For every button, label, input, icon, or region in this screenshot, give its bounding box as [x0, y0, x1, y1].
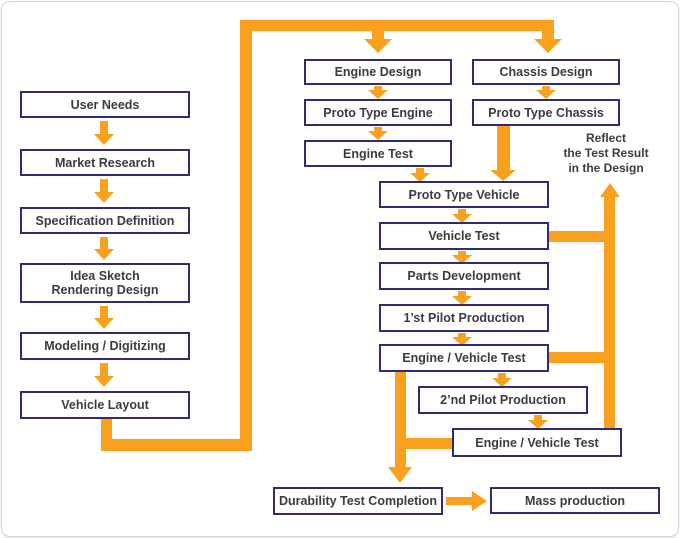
- arrowhead-feedback-up: [600, 183, 620, 197]
- arrowhead-to-chassis-design: [534, 39, 562, 53]
- node-market-research: Market Research: [20, 149, 190, 176]
- arrow-stem-pilot1-to-ev-test1: [458, 333, 466, 337]
- arrow-stem-spec-to-idea-sketch: [100, 237, 108, 249]
- arrowhead-user-needs-to-market-research: [94, 134, 114, 145]
- loop-line-left-vertical: [240, 20, 252, 451]
- arrow-stem-to-chassis-design: [542, 31, 554, 39]
- node-engine-vehicle-test-2: Engine / Vehicle Test: [452, 428, 622, 457]
- node-proto-type-vehicle: Proto Type Vehicle: [379, 181, 549, 208]
- node-idea-sketch-rendering-design: Idea Sketch Rendering Design: [20, 263, 190, 303]
- feedback-line-vertical: [604, 197, 615, 428]
- arrowhead-pilot2-to-ev-test2: [528, 420, 548, 429]
- arrowhead-spec-to-idea-sketch: [94, 249, 114, 260]
- arrow-stem-parts-dev-to-pilot1: [458, 291, 466, 296]
- node-engine-design: Engine Design: [304, 59, 452, 85]
- arrow-stem-proto-engine-to-engine-test: [374, 127, 382, 131]
- node-vehicle-test: Vehicle Test: [379, 222, 549, 250]
- loop-line-top-horizontal: [240, 20, 554, 31]
- node-engine-vehicle-test-1: Engine / Vehicle Test: [379, 344, 549, 372]
- arrowhead-modeling-to-vehicle-layout: [94, 376, 114, 387]
- arrow-stem-engine-design-to-proto-engine: [374, 86, 382, 90]
- annotation-reflect-test-result: Reflect the Test Result in the Design: [563, 131, 649, 175]
- arrow-stem-pilot2-to-ev-test2: [534, 415, 542, 420]
- node-durability-test-completion: Durability Test Completion: [273, 487, 443, 515]
- arrowhead-engine-design-to-proto-engine: [368, 90, 388, 99]
- arrow-stem-vehicle-test-to-parts-dev: [458, 251, 466, 255]
- arrow-stem-proto-vehicle-to-vehicle-test: [458, 209, 466, 214]
- node-first-pilot-production: 1’st Pilot Production: [379, 304, 549, 332]
- arrowhead-proto-vehicle-to-vehicle-test: [452, 214, 472, 223]
- arrowhead-market-research-to-spec: [94, 192, 114, 203]
- arrowhead-engine-test-to-proto-vehicle: [410, 173, 430, 182]
- loop-line-vehicle-layout-drop: [101, 419, 112, 451]
- feedback-branch-vehicle-test: [549, 231, 615, 242]
- feedback-branch-ev-test1: [549, 352, 615, 363]
- node-chassis-design: Chassis Design: [472, 59, 620, 85]
- node-mass-production: Mass production: [490, 487, 660, 514]
- arrowhead-ev-test1-to-pilot2: [492, 378, 512, 387]
- node-specification-definition: Specification Definition: [20, 207, 190, 234]
- arrowhead-durability-to-mass-production: [472, 491, 487, 511]
- arrow-stem-to-engine-design: [372, 31, 384, 39]
- arrow-stem-user-needs-to-market-research: [100, 121, 108, 134]
- arrowhead-pilot1-to-ev-test1: [452, 337, 472, 346]
- arrow-stem-durability-to-mass-production: [446, 497, 472, 505]
- arrow-stem-idea-sketch-to-modeling: [100, 306, 108, 318]
- node-engine-test: Engine Test: [304, 140, 452, 167]
- node-vehicle-layout: Vehicle Layout: [20, 391, 190, 419]
- line-ev-test2-to-durability-branch: [395, 438, 452, 449]
- arrowhead-to-durability: [388, 467, 412, 483]
- node-proto-type-engine: Proto Type Engine: [304, 99, 452, 126]
- arrowhead-vehicle-test-to-parts-dev: [452, 255, 472, 264]
- arrowhead-proto-engine-to-engine-test: [368, 131, 388, 140]
- loop-line-bottom-horizontal: [101, 439, 252, 451]
- arrow-stem-modeling-to-vehicle-layout: [100, 363, 108, 376]
- node-second-pilot-production: 2’nd Pilot Production: [418, 386, 588, 414]
- arrowhead-chassis-design-to-proto-chassis: [536, 90, 556, 99]
- arrowhead-idea-sketch-to-modeling: [94, 318, 114, 329]
- arrow-stem-proto-chassis-to-proto-vehicle: [497, 126, 510, 170]
- arrowhead-to-engine-design: [364, 39, 392, 53]
- arrow-stem-market-research-to-spec: [100, 179, 108, 192]
- line-ev-test1-down-to-durability: [395, 372, 406, 467]
- arrow-stem-chassis-design-to-proto-chassis: [542, 86, 550, 90]
- arrow-stem-engine-test-to-proto-vehicle: [416, 168, 424, 173]
- arrowhead-parts-dev-to-pilot1: [452, 296, 472, 305]
- arrowhead-proto-chassis-to-proto-vehicle: [490, 170, 516, 181]
- arrow-stem-ev-test1-to-pilot2: [498, 373, 506, 378]
- node-parts-development: Parts Development: [379, 262, 549, 290]
- node-user-needs: User Needs: [20, 91, 190, 118]
- node-proto-type-chassis: Proto Type Chassis: [472, 99, 620, 126]
- node-modeling-digitizing: Modeling / Digitizing: [20, 332, 190, 360]
